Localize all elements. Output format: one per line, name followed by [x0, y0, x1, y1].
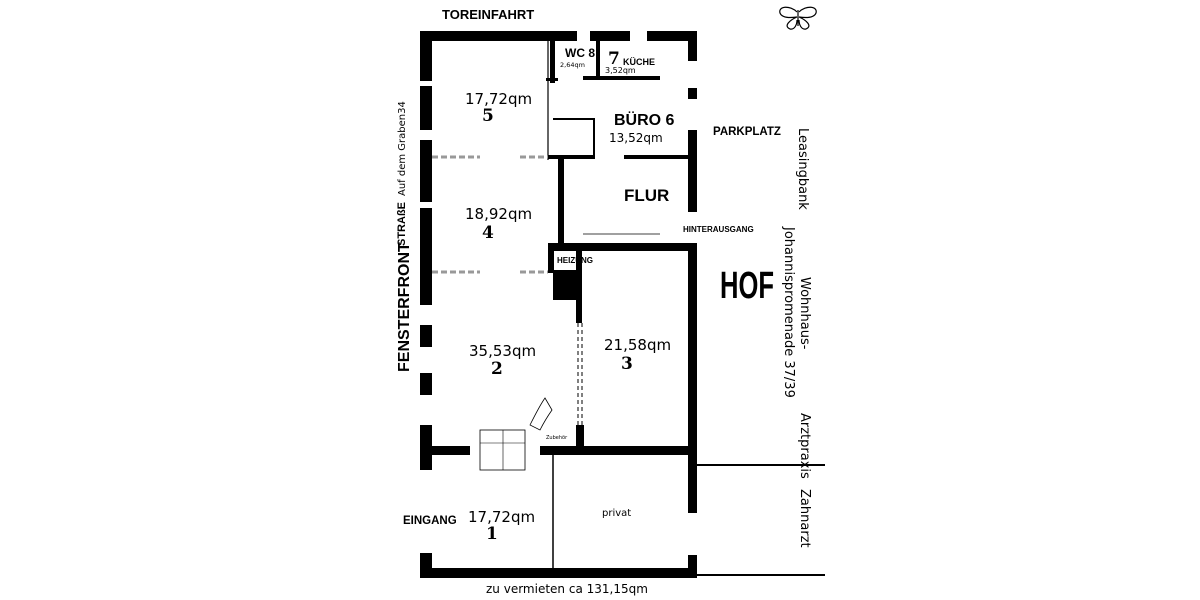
svg-text:18,92qm: 18,92qm [465, 205, 532, 223]
walls [420, 31, 697, 578]
svg-text:3,52qm: 3,52qm [605, 66, 636, 75]
svg-text:7: 7 [608, 49, 620, 69]
privat-label: privat [602, 508, 631, 519]
hof-label: HOF [720, 265, 774, 307]
room-4: 18,92qm 4 [465, 205, 532, 243]
strasse-label: STRAßE [396, 202, 408, 246]
room-2: 35,53qm 2 [469, 342, 536, 379]
wohnhaus-label-1: Wohnhaus- [797, 277, 812, 350]
heizung-label: HEIZUNG [557, 256, 593, 265]
address-label: Auf dem Graben34 [397, 101, 408, 196]
svg-text:17,72qm: 17,72qm [465, 90, 532, 108]
svg-text:WC 8: WC 8 [565, 46, 595, 60]
room-1: 17,72qm 1 [468, 508, 535, 544]
room-7-kueche: 7 KÜCHE 3,52qm [605, 49, 655, 75]
fensterfront-label: FENSTERFRONT [396, 242, 413, 372]
svg-text:5: 5 [482, 106, 494, 126]
svg-text:2,64qm: 2,64qm [560, 61, 585, 69]
svg-text:2: 2 [491, 359, 503, 379]
arztpraxis-label: Arztpraxis [797, 413, 812, 479]
svg-text:13,52qm: 13,52qm [609, 131, 663, 145]
room-6-buero: BÜRO 6 13,52qm [609, 110, 675, 145]
eingang-label: EINGANG [403, 515, 457, 527]
room-5: 17,72qm 5 [465, 90, 532, 126]
svg-text:17,72qm: 17,72qm [468, 508, 535, 526]
svg-text:1: 1 [486, 524, 498, 544]
toreinfahrt-label: TOREINFAHRT [442, 7, 534, 22]
wohnhaus-label-2: Johannispromenade 37/39 [781, 226, 796, 398]
svg-text:4: 4 [482, 223, 494, 243]
svg-text:21,58qm: 21,58qm [604, 336, 671, 354]
svg-text:KÜCHE: KÜCHE [623, 57, 655, 67]
thin-lines [432, 41, 825, 576]
flur-label: FLUR [624, 186, 669, 205]
room-3: 21,58qm 3 [604, 336, 671, 374]
footer-label: zu vermieten ca 131,15qm [486, 582, 648, 596]
parkplatz-label: PARKPLATZ [713, 126, 781, 138]
svg-text:35,53qm: 35,53qm [469, 342, 536, 360]
svg-text:BÜRO 6: BÜRO 6 [614, 110, 675, 129]
zubehoer-label: Zubehör [546, 435, 568, 441]
leasingbank-label: Leasingbank [795, 128, 810, 210]
svg-text:3: 3 [621, 354, 633, 374]
zahnarzt-label: Zahnarzt [797, 489, 812, 548]
room-8-wc: WC 8 2,64qm [560, 46, 595, 69]
hinterausgang-label: HINTERAUSGANG [683, 225, 754, 234]
butterfly-icon [779, 6, 817, 30]
